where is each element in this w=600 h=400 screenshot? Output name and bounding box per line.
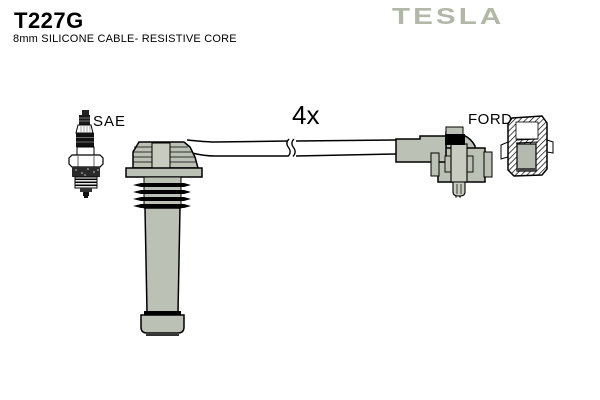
- part-number: T227G: [14, 8, 84, 33]
- sae-terminal-label: SAE: [93, 113, 127, 130]
- coil-connector-boot-icon: [395, 126, 493, 198]
- quantity-label: 4x: [292, 100, 320, 130]
- brand-logo: TESLA: [392, 4, 505, 30]
- cable-break-icon: [286, 138, 291, 157]
- spark-plug-boot-icon: [125, 141, 203, 336]
- ignition-cable-icon: [186, 138, 397, 157]
- part-description: 8mm SILICONE CABLE- RESISTIVE CORE: [13, 33, 237, 45]
- spark-plug-icon: [68, 110, 104, 198]
- socket-cross-section-icon: [500, 115, 554, 177]
- ford-terminal-label: FORD: [468, 111, 513, 128]
